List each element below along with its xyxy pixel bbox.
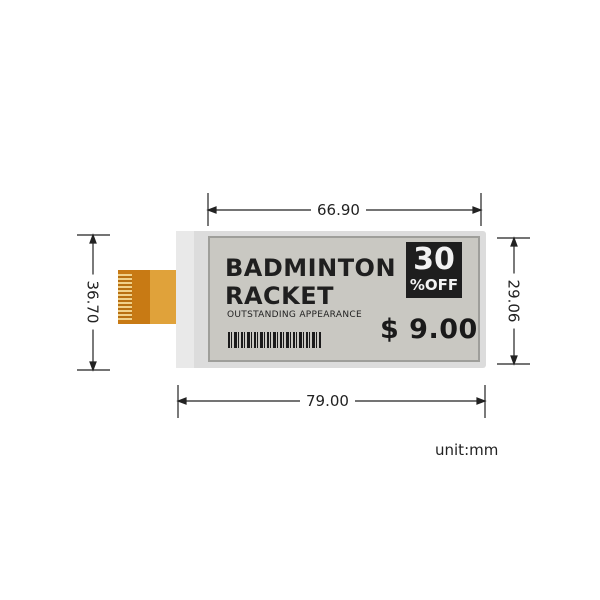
total-height-label: 36.70 [83,274,102,330]
fpc-cable-light [150,270,180,324]
product-title-line1: BADMINTON [225,254,397,282]
screen-width-label: 66.90 [311,201,366,219]
module-edge [176,231,194,368]
fpc-contacts [118,274,132,320]
product-title-line2: RACKET [225,282,335,310]
discount-badge: 30 %OFF [406,242,462,298]
total-width-label: 79.00 [300,392,355,410]
product-subtitle: OUTSTANDING APPEARANCE [227,310,362,320]
fpc-cable [118,270,180,324]
unit-label: unit:mm [435,441,499,459]
discount-off: %OFF [409,276,459,294]
discount-percent: 30 [413,242,455,277]
price-label: $ 9.00 [380,314,478,345]
barcode [228,332,322,348]
screen-height-label: 29.06 [504,273,523,329]
